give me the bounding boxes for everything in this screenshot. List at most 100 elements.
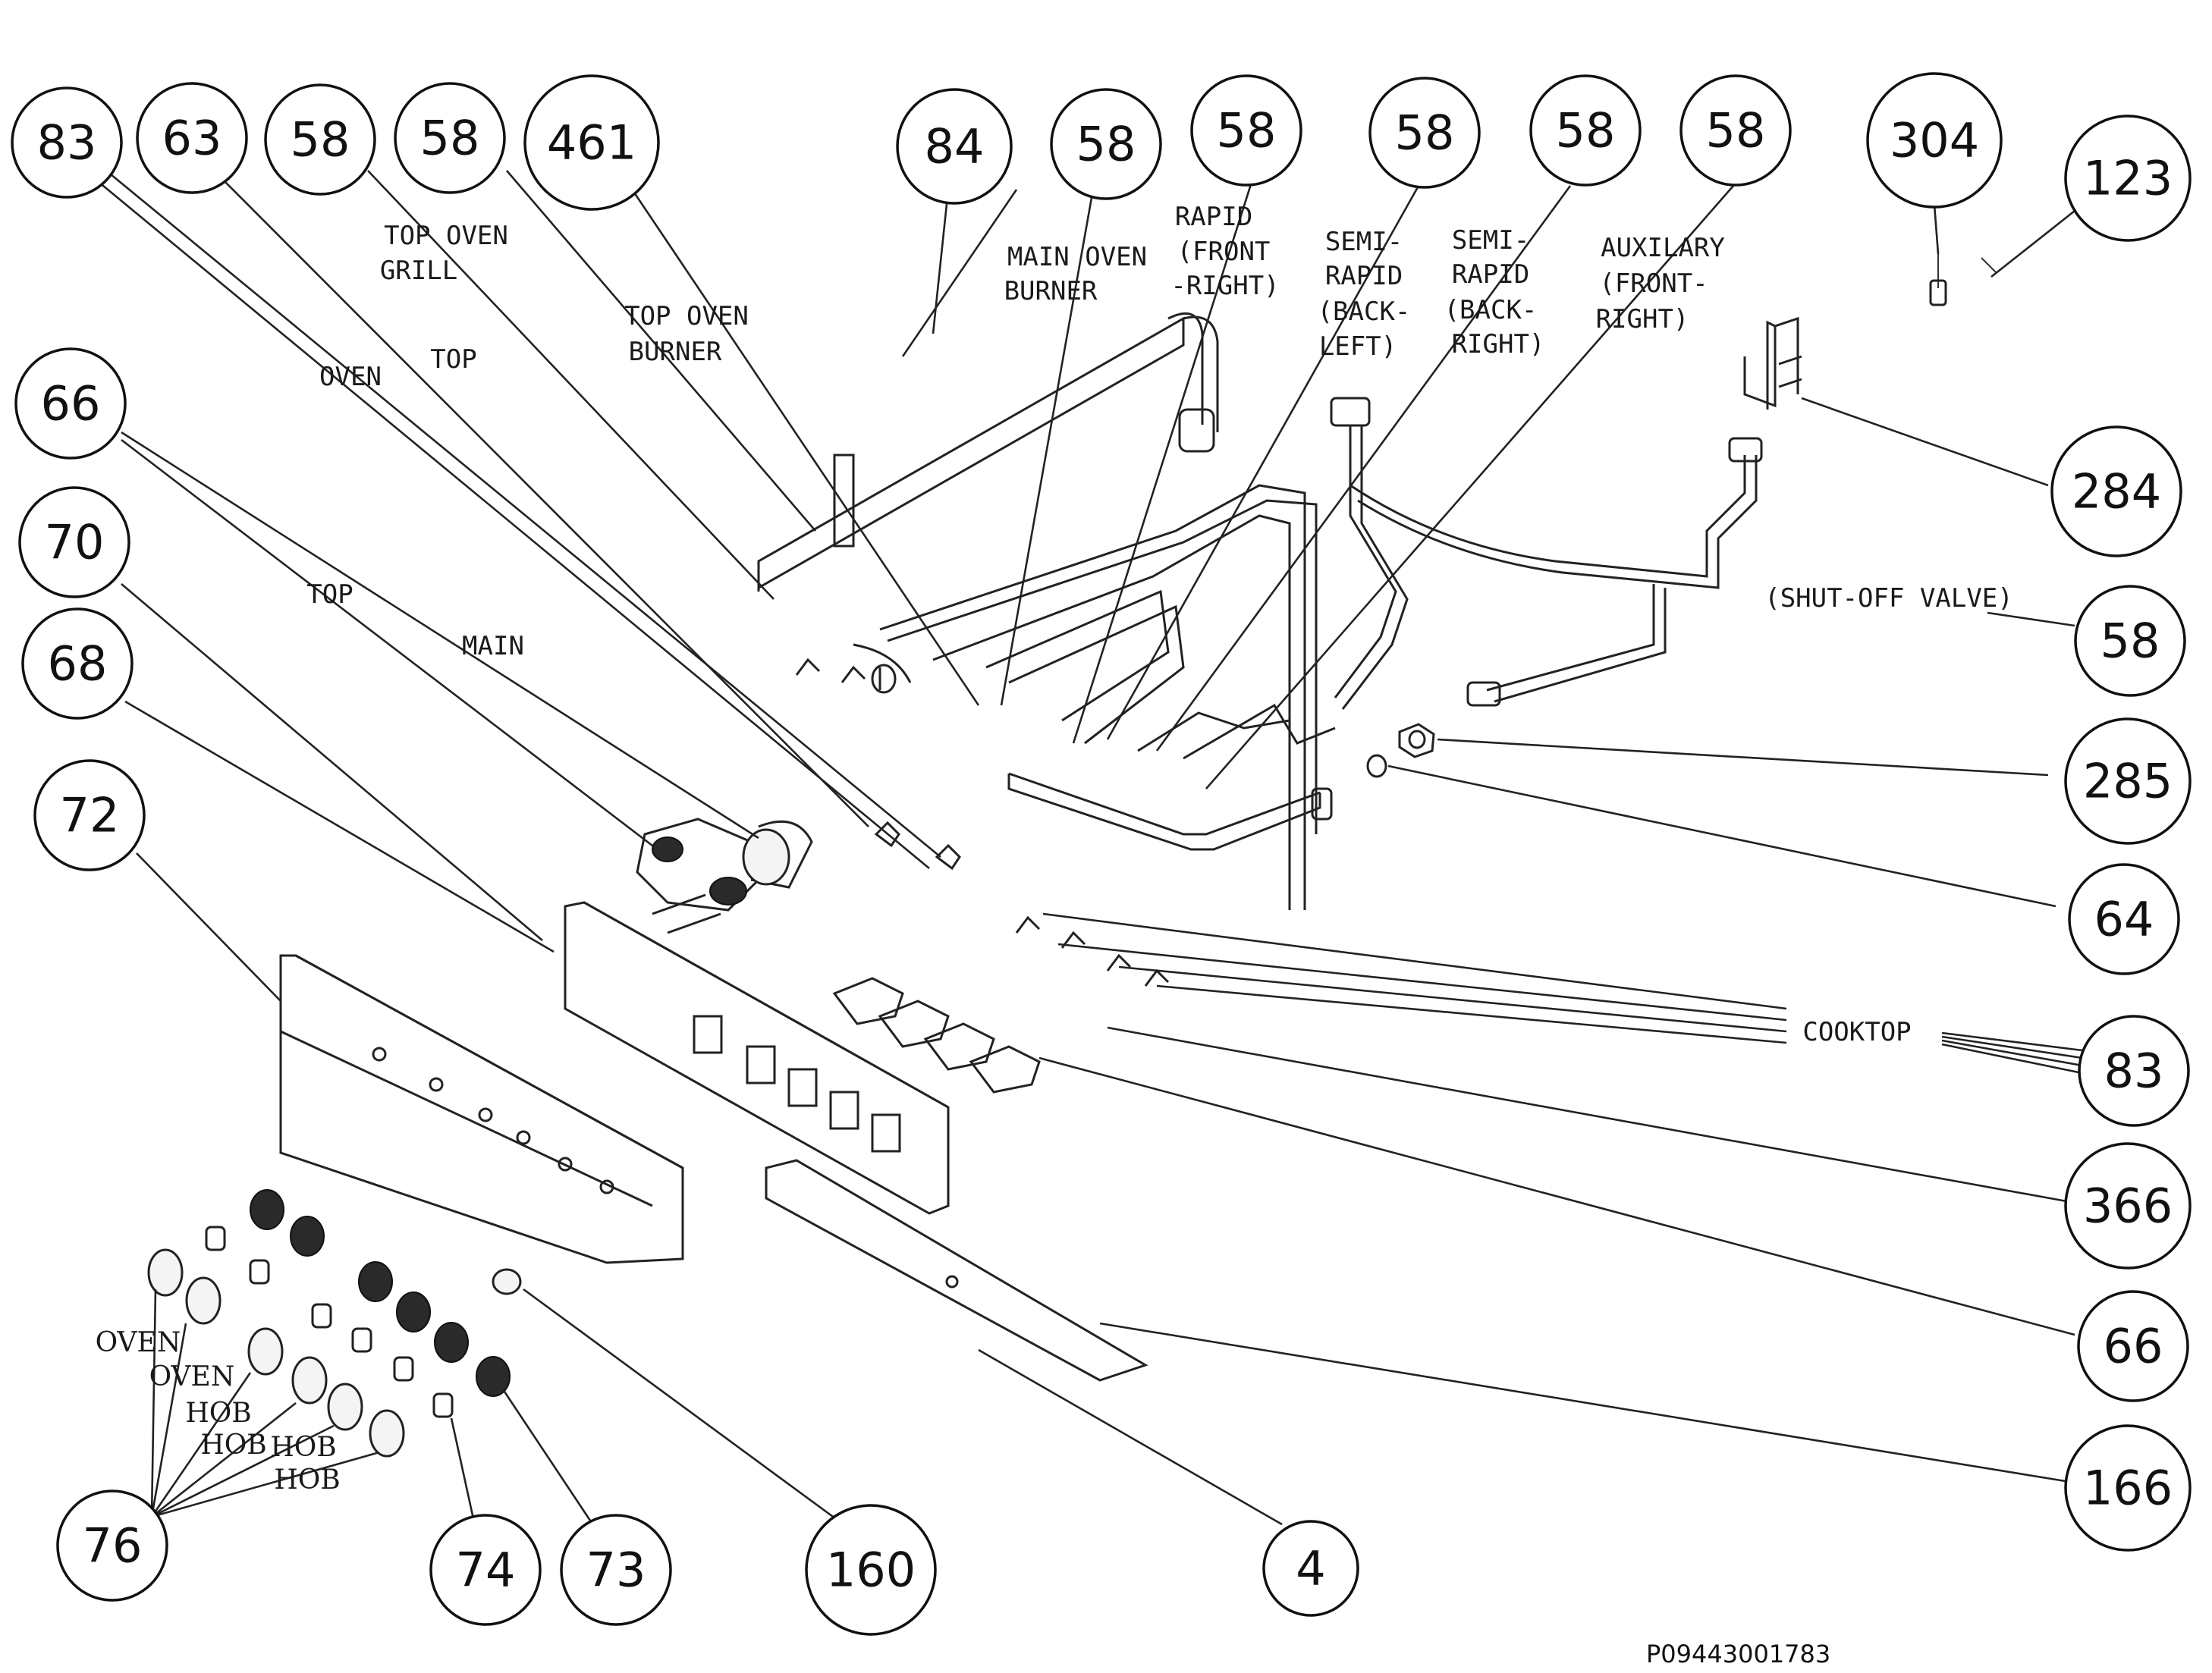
label-semi-rapid-back-right-line4: RIGHT)	[1452, 329, 1545, 359]
label-semi-rapid-back-left-line3: (BACK-	[1318, 297, 1411, 327]
cooktop-valves	[832, 915, 1170, 1094]
drawing-code: P09443001783	[1646, 1640, 1830, 1668]
label-main-oven-burner-line2: BURNER	[1004, 276, 1098, 306]
balloon: 58	[1190, 74, 1302, 187]
balloon: 63	[136, 82, 248, 194]
clips-83	[795, 658, 961, 871]
callout-labels: TOP OVEN GRILL TOP OVEN BURNER OVEN TOP …	[96, 202, 2013, 1496]
svg-text:4: 4	[1296, 1541, 1325, 1596]
balloon: 84	[896, 88, 1013, 205]
label-semi-rapid-back-left-line4: LEFT)	[1319, 331, 1397, 362]
fascia-panel-72	[279, 954, 684, 1264]
svg-text:84: 84	[925, 119, 985, 174]
svg-text:72: 72	[60, 788, 120, 843]
balloon: 72	[33, 759, 146, 871]
label-oven: OVEN	[319, 362, 382, 392]
balloon: 66	[2077, 1290, 2189, 1402]
svg-text:58: 58	[1395, 105, 1455, 161]
balloon: 76	[56, 1489, 168, 1602]
label-top-oven-grill-line2: GRILL	[380, 256, 457, 286]
svg-text:74: 74	[456, 1543, 516, 1598]
label-auxilary-line1: AUXILARY	[1601, 233, 1725, 263]
svg-text:64: 64	[2094, 892, 2154, 947]
support-bracket-166	[765, 1159, 1148, 1382]
balloon: 83	[2078, 1015, 2190, 1127]
balloon: 58	[1368, 77, 1481, 189]
balloon: 66	[14, 347, 127, 460]
svg-text:70: 70	[45, 515, 105, 570]
label-auxilary-line3: RIGHT)	[1596, 304, 1689, 334]
label-knob-hob: HOB	[274, 1464, 340, 1496]
svg-text:66: 66	[2104, 1319, 2163, 1374]
washer-64	[1366, 754, 1387, 778]
balloon: 58	[264, 83, 376, 196]
svg-text:366: 366	[2083, 1179, 2173, 1234]
svg-text:461: 461	[547, 115, 636, 171]
balloon: 58	[1679, 74, 1792, 187]
bracket-284	[1743, 316, 1802, 410]
label-rapid-line3: -RIGHT)	[1170, 271, 1279, 301]
svg-text:63: 63	[162, 111, 222, 166]
balloon: 58	[2074, 585, 2186, 697]
svg-text:58: 58	[1556, 103, 1616, 159]
svg-text:166: 166	[2083, 1461, 2173, 1516]
svg-text:83: 83	[2104, 1044, 2164, 1099]
oven-valve-assembly	[636, 818, 813, 934]
svg-text:160: 160	[826, 1543, 916, 1598]
label-knob-oven: OVEN	[149, 1361, 235, 1392]
svg-text:304: 304	[1890, 113, 1979, 168]
label-main-oven-burner-line1: MAIN OVEN	[1007, 242, 1147, 272]
label-rapid-line1: RAPID	[1175, 202, 1252, 232]
gas-tube-bundle	[879, 397, 1763, 834]
balloon: 284	[2050, 425, 2182, 557]
balloon: 58	[394, 82, 506, 194]
label-knob-oven: OVEN	[96, 1327, 181, 1358]
label-semi-rapid-back-left-line2: RAPID	[1325, 261, 1403, 291]
label-knob-hob: HOB	[270, 1432, 336, 1463]
screw-123	[1981, 257, 1997, 274]
svg-text:58: 58	[1217, 103, 1277, 159]
label-top-oven-grill-line1: TOP OVEN	[384, 221, 508, 251]
svg-text:58: 58	[2100, 614, 2160, 669]
svg-text:58: 58	[1076, 117, 1136, 172]
label-auxilary-line2: (FRONT-	[1599, 268, 1708, 299]
label-cooktop: COOKTOP	[1802, 1017, 1911, 1047]
balloon: 285	[2064, 717, 2192, 845]
balloon: 64	[2068, 863, 2180, 975]
label-top: TOP	[306, 579, 353, 610]
label-knob-hob: HOB	[200, 1430, 266, 1461]
balloon: 58	[1529, 74, 1642, 187]
balloon: 58	[1050, 88, 1162, 200]
svg-text:83: 83	[37, 115, 97, 171]
svg-text:285: 285	[2083, 754, 2173, 809]
svg-text:66: 66	[41, 376, 101, 432]
label-semi-rapid-back-right-line1: SEMI-	[1452, 225, 1529, 256]
control-panel-frame-68	[564, 901, 950, 1215]
parts-drawing	[147, 250, 1997, 1458]
label-semi-rapid-back-right-line2: RAPID	[1452, 259, 1529, 290]
nut-285	[1398, 723, 1435, 758]
svg-text:284: 284	[2072, 464, 2161, 519]
svg-text:73: 73	[586, 1543, 646, 1598]
balloon: 83	[11, 86, 123, 199]
balloon: 461	[523, 74, 660, 211]
balloon: 73	[560, 1514, 672, 1626]
gas-manifold-pipe	[757, 312, 1219, 694]
knobs-bezels-springs	[147, 1189, 522, 1458]
balloon: 166	[2064, 1424, 2192, 1552]
label-main: MAIN	[462, 631, 524, 661]
svg-text:123: 123	[2083, 151, 2173, 206]
label-semi-rapid-back-left-line1: SEMI-	[1325, 227, 1403, 257]
balloon: 70	[18, 486, 130, 598]
label-top-oven-burner-line2: BURNER	[629, 337, 722, 367]
svg-text:58: 58	[420, 111, 480, 166]
balloon: 366	[2064, 1142, 2192, 1270]
balloon: 74	[429, 1514, 542, 1626]
thermocouple-304	[1929, 250, 1947, 306]
label-rapid-line2: (FRONT	[1177, 237, 1271, 267]
svg-text:58: 58	[1706, 103, 1766, 159]
label-top-oven-burner-line1: TOP OVEN	[624, 301, 749, 331]
label-semi-rapid-back-right-line3: (BACK-	[1444, 295, 1538, 325]
svg-text:58: 58	[291, 112, 350, 168]
